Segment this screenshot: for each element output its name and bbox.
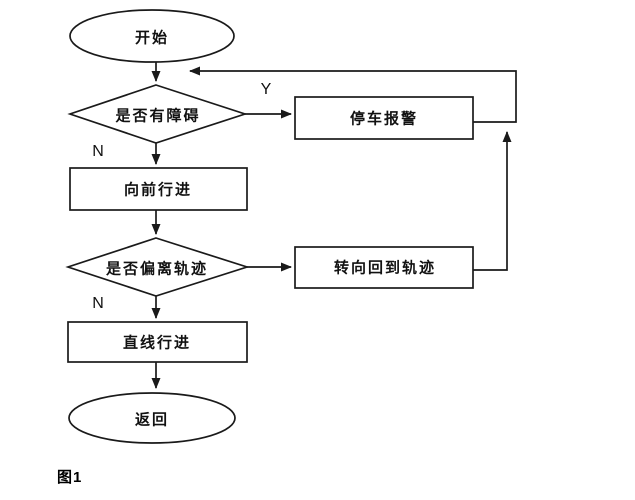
end-label: 返回 [134,411,170,429]
yes-branch-label: Y [260,81,272,98]
connector-stop-alarm-feedback-loop [189,66,517,123]
start-terminator-shape [69,9,235,63]
move-forward-label: 向前行进 [123,181,193,199]
move-forward-process-shape [69,167,248,211]
no-branch-label-obstacle: N [92,143,104,160]
figure-caption: 图1 [57,469,83,486]
turn-back-label: 转向回到轨迹 [333,259,437,277]
end-terminator-shape [68,392,236,444]
stop-alarm-process-shape [294,96,474,140]
stop-alarm-label: 停车报警 [349,110,419,128]
deviation-decision-label: 是否偏离轨迹 [105,260,209,278]
obstacle-decision-shape [67,84,248,144]
obstacle-decision-label: 是否有障碍 [115,107,201,125]
straight-process-shape [67,321,248,363]
connector-turn-back-to-loop [473,131,512,271]
straight-label: 直线行进 [122,334,192,352]
turn-back-process-shape [294,246,474,289]
start-label: 开始 [134,29,170,47]
deviation-decision-shape [65,237,250,297]
no-branch-label-deviation: N [92,295,104,312]
